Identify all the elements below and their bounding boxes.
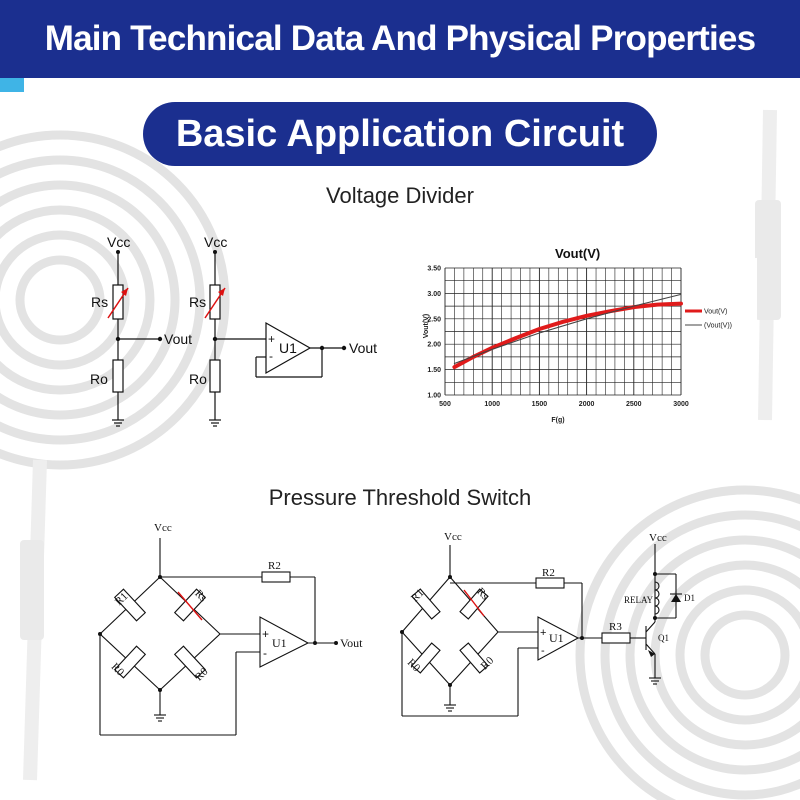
- label-vcc-relay: Vcc: [649, 532, 667, 544]
- chart-legend-label: Vout(V): [704, 309, 727, 316]
- opamp-plus-label: +: [540, 627, 546, 639]
- chart-xtick-label: 1500: [532, 401, 548, 408]
- chart-title: Vout(V): [555, 246, 600, 261]
- label-rs: Rs: [91, 294, 108, 310]
- chart-ytick-label: 1.00: [427, 393, 441, 400]
- opamp-minus-label: -: [263, 646, 267, 660]
- top-banner: [0, 0, 800, 78]
- opamp-plus-label: +: [262, 627, 269, 641]
- chart-xtick-label: 1000: [484, 401, 500, 408]
- label-u1: U1: [272, 636, 287, 650]
- chart-legend-label: (Vout(V)): [704, 323, 732, 330]
- label-vcc: Vcc: [107, 234, 130, 250]
- label-u1: U1: [279, 340, 297, 356]
- chart-xtick-label: 3000: [673, 401, 689, 408]
- opamp-plus-label: +: [268, 332, 275, 346]
- label-vcc: Vcc: [204, 234, 227, 250]
- chart-xlabel: F(g): [551, 417, 564, 424]
- chart-ytick-label: 2.50: [427, 316, 441, 323]
- chart-ytick-label: 3.00: [427, 291, 441, 298]
- chart-ytick-label: 1.50: [427, 367, 441, 374]
- label-vout: Vout: [164, 331, 192, 347]
- voltage-divider-title: Voltage Divider: [326, 183, 474, 208]
- chart-xtick-label: 500: [439, 401, 451, 408]
- label-u1: U1: [549, 631, 564, 645]
- chart-ytick-label: 2.00: [427, 342, 441, 349]
- label-q1: Q1: [658, 633, 669, 643]
- label-vcc: Vcc: [154, 522, 172, 534]
- chart-series-fit-line: [453, 293, 682, 365]
- label-vcc: Vcc: [444, 531, 462, 543]
- label-ro: Ro: [189, 371, 207, 387]
- label-vout: Vout: [349, 340, 377, 356]
- page-title: Main Technical Data And Physical Propert…: [44, 19, 756, 58]
- label-r3: R3: [609, 621, 622, 633]
- banner-accent-bar: [0, 78, 24, 92]
- pressure-switch-title: Pressure Threshold Switch: [268, 485, 532, 510]
- label-rs: Rs: [189, 294, 206, 310]
- chart-xtick-label: 2500: [626, 401, 642, 408]
- chart-series-vout-line: [452, 301, 683, 370]
- label-r2: R2: [268, 560, 281, 572]
- opamp-minus-label: -: [269, 349, 273, 363]
- label-d1: D1: [684, 593, 695, 603]
- chart-ylabel: Vout(V): [423, 314, 430, 338]
- chart-ytick-label: 3.50: [427, 266, 441, 273]
- label-ro: Ro: [90, 371, 108, 387]
- opamp-minus-label: -: [541, 645, 545, 657]
- label-r2: R2: [542, 567, 555, 579]
- label-relay: RELAY: [624, 595, 654, 605]
- section-pill-title: Basic Application Circuit: [143, 102, 657, 166]
- label-vout: Vout: [340, 636, 363, 650]
- chart-xtick-label: 2000: [579, 401, 595, 408]
